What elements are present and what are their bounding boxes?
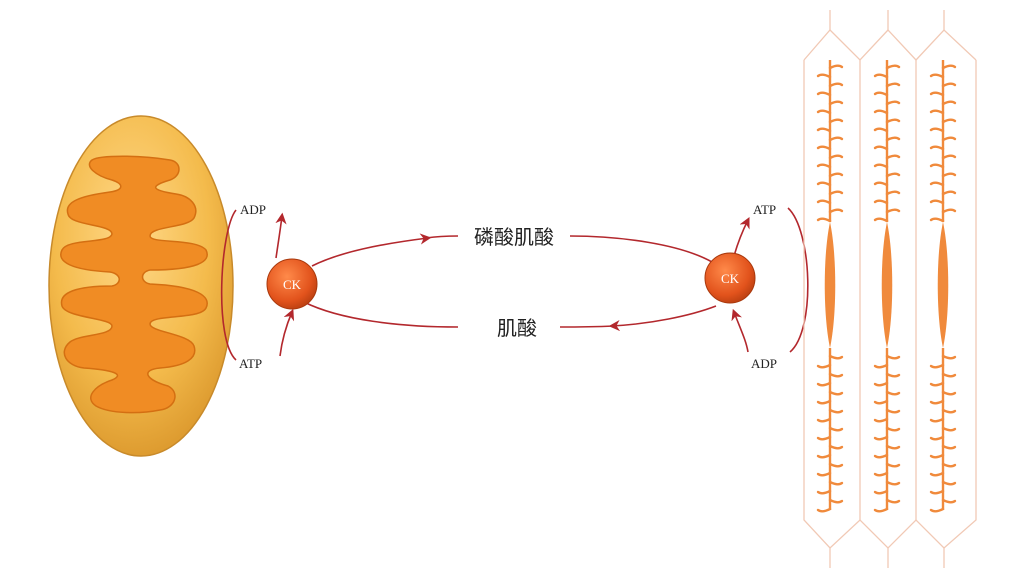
ck-enzyme-left: CK (266, 258, 318, 310)
bottom-flow (303, 301, 717, 332)
ck-enzyme-left-label: CK (283, 277, 302, 292)
right-arrow-to-atp (733, 216, 750, 257)
mitochondrion (48, 115, 234, 457)
bottom-flow-left-segment (303, 301, 459, 328)
top-flow-left-segment (311, 233, 432, 267)
ck-enzyme-right-label: CK (721, 271, 740, 286)
bottom-flow-right-segment (608, 305, 717, 332)
top-flow-left-tail (425, 235, 459, 239)
label-left-atp: ATP (239, 356, 262, 371)
label-right-adp: ADP (751, 356, 777, 371)
left-exchange-arcs (220, 209, 295, 361)
filament-column (816, 60, 844, 513)
myofibril-outline (803, 10, 977, 568)
left-arrow-to-adp (275, 212, 287, 259)
right-bracket-arc (787, 207, 809, 353)
right-arrow-from-adp (731, 308, 749, 353)
right-exchange-arcs (731, 207, 809, 353)
filament-column (929, 60, 957, 513)
label-left-adp: ADP (240, 202, 266, 217)
filament-column (873, 60, 901, 513)
bottom-flow-right-tail (559, 325, 615, 328)
ck-enzyme-right: CK (704, 252, 756, 304)
label-creatine: 肌酸 (497, 316, 537, 340)
label-phosphocreatine: 磷酸肌酸 (474, 225, 554, 249)
mitochondrion-cristae (60, 155, 208, 414)
top-flow (311, 233, 713, 267)
top-flow-right-segment (569, 235, 713, 263)
left-bracket-arc (220, 209, 237, 361)
left-arrow-from-atp (279, 308, 295, 357)
myofibril-filaments (816, 60, 957, 513)
label-right-atp: ATP (753, 202, 776, 217)
